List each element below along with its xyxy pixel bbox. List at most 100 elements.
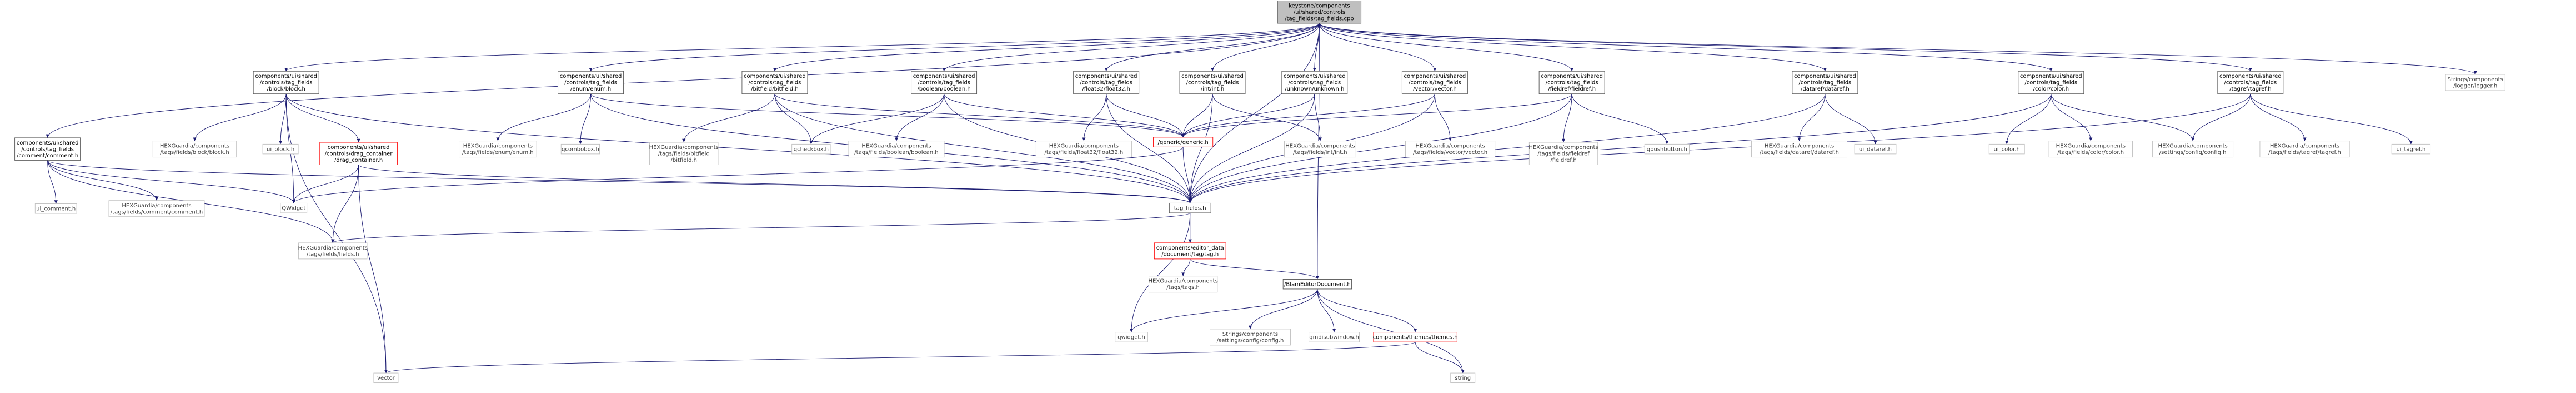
node-block-box [253, 71, 319, 94]
node-qcombobox-box [560, 143, 600, 155]
node-qwidget-box [280, 202, 308, 213]
node-hex_bitfield-box [649, 142, 719, 165]
node-logger-box [2445, 74, 2505, 91]
node-hex_tagref-label-line: HEXGuardia/components [2270, 143, 2339, 150]
node-block-label-line: /block/block.h [267, 86, 305, 92]
node-boolean[interactable]: components/ui/shared/controls/tag_fields… [911, 71, 978, 94]
node-tagref[interactable]: components/ui/shared/controls/tag_fields… [2217, 71, 2284, 94]
node-qcombobox-label-line: qcombobox.h [562, 146, 599, 152]
edge-drag-to-vector_std [358, 165, 388, 374]
node-hex_color: HEXGuardia/components/tags/fields/color/… [2048, 141, 2133, 158]
node-tag_fields[interactable]: tag_fields.h [1169, 202, 1211, 213]
node-float32-label-line: /controls/tag_fields [1080, 80, 1132, 86]
edge-blam-to-str_config [1248, 288, 1318, 329]
node-root-box [1277, 1, 1362, 24]
node-qcombobox: qcombobox.h [560, 143, 600, 155]
node-block[interactable]: components/ui/shared/controls/tag_fields… [253, 71, 319, 94]
node-hex_bitfield: HEXGuardia/components/tags/fields/bitfie… [649, 142, 719, 165]
edges-layer [46, 23, 2477, 374]
edge-themes-to-string_std [1415, 342, 1465, 374]
node-themes[interactable]: components/themes/themes.h [1373, 332, 1458, 342]
node-dataref[interactable]: components/ui/shared/controls/tag_fields… [1792, 71, 1858, 94]
node-hex_vector-label-line: /tags/fields/vector/vector.h [1413, 150, 1487, 156]
node-generic[interactable]: /generic/generic.h [1153, 137, 1214, 147]
edge-blam-to-string_std [1317, 288, 1465, 374]
node-qcheckbox-label-line: qcheckbox.h [794, 146, 829, 152]
node-int-label-line: /controls/tag_fields [1186, 80, 1239, 86]
node-vector-label-line: /vector/vector.h [1413, 86, 1457, 92]
node-ui_dataref-label-line: ui_dataref.h [1859, 146, 1892, 152]
node-ui_dataref-box [1854, 143, 1897, 155]
node-hex_fields-box [298, 242, 368, 260]
node-ui_comment-box [34, 203, 77, 214]
node-blam[interactable]: /BlamEditorDocument.h [1282, 279, 1352, 290]
edge-block-to-hex_block [193, 93, 287, 141]
node-hex_tags-box [1149, 276, 1218, 293]
node-boolean-label-line: components/ui/shared [913, 73, 975, 79]
edge-root-to-tagref [1319, 23, 2252, 72]
node-root[interactable]: keystone/components/ui/shared/controls/t… [1277, 1, 1362, 24]
node-tagref-box [2217, 71, 2284, 94]
edge-root-to-logger [1319, 23, 2477, 75]
edge-dataref-to-ui_dataref [1825, 93, 1877, 145]
edge-enum-to-qcombobox [578, 93, 592, 145]
node-qcheckbox-box [791, 143, 831, 155]
edge-blam-to-themes [1317, 288, 1417, 332]
node-themes-label-line: components/themes/themes.h [1373, 335, 1458, 341]
node-hex_comment-label-line: HEXGuardia/components [122, 203, 191, 209]
edge-drag-to-hex_fields [331, 165, 359, 243]
node-str_config-label-line: /settings/config/config.h [1217, 337, 1284, 344]
edge-blam-to-qwidget_h [1129, 288, 1318, 332]
node-hex_fieldref-label-line: /fieldref.h [1550, 157, 1576, 163]
node-tagfile[interactable]: components/editor_data/document/tag/tag.… [1154, 242, 1226, 260]
edge-comment-to-ui_comment [47, 160, 58, 204]
node-vector[interactable]: components/ui/shared/controls/tag_fields… [1401, 71, 1468, 94]
edge-enum-to-hex_enum [496, 93, 592, 141]
node-logger: Strings/components/logger/logger.h [2445, 74, 2505, 91]
edge-fieldref-to-tag_fields [1188, 93, 1572, 203]
node-hex_vector-box [1405, 141, 1496, 158]
node-hex_enum-label-line: /tags/fields/enum/enum.h [462, 150, 534, 156]
edge-unknown-to-tag_fields [1188, 93, 1315, 203]
edge-fieldref-to-generic [1181, 93, 1572, 137]
node-unknown[interactable]: components/ui/shared/controls/tag_fields… [1281, 71, 1348, 94]
node-hex_color-box [2048, 141, 2133, 158]
node-int-label-line: /int/int.h [1201, 86, 1224, 92]
node-drag[interactable]: components/ui/shared/controls/drag_conta… [319, 142, 398, 165]
node-qcheckbox: qcheckbox.h [791, 143, 831, 155]
node-dataref-label-line: /controls/tag_fields [1798, 80, 1851, 86]
node-dataref-label-line: components/ui/shared [1794, 73, 1856, 79]
node-string_std-box [1450, 372, 1476, 384]
node-color[interactable]: components/ui/shared/controls/tag_fields… [2018, 71, 2084, 94]
node-hex_int-box [1284, 141, 1356, 158]
node-float32[interactable]: components/ui/shared/controls/tag_fields… [1073, 71, 1140, 94]
node-ui_comment: ui_comment.h [34, 203, 77, 214]
node-enum[interactable]: components/ui/shared/controls/tag_fields… [558, 71, 624, 94]
node-comment[interactable]: components/ui/shared/controls/tag_fields… [14, 137, 81, 161]
edge-root-to-comment [46, 23, 1320, 138]
edge-block-to-drag [285, 93, 360, 143]
edge-vector-to-hex_vector [1434, 93, 1452, 141]
node-comment-label-line: /controls/tag_fields [21, 146, 74, 152]
node-int[interactable]: components/ui/shared/controls/tag_fields… [1179, 71, 1246, 94]
node-root-label-line: /ui/shared/controls [1294, 9, 1345, 16]
node-hex_boolean-label-line: HEXGuardia/components [861, 143, 931, 150]
edge-boolean-to-generic [944, 93, 1185, 137]
edge-root-to-boolean [942, 23, 1320, 72]
node-generic-box [1153, 137, 1214, 147]
node-blam-box [1282, 279, 1352, 290]
node-bitfield[interactable]: components/ui/shared/controls/tag_fields… [741, 71, 808, 94]
edge-bitfield-to-hex_bitfield [682, 93, 775, 143]
node-vector-label-line: components/ui/shared [1404, 73, 1466, 79]
node-tagref-label-line: components/ui/shared [2219, 73, 2282, 79]
node-str_config-label-line: Strings/components [1222, 331, 1278, 337]
edge-float32-to-generic [1106, 93, 1185, 137]
node-fieldref-label-line: /controls/tag_fields [1546, 80, 1598, 86]
node-fieldref[interactable]: components/ui/shared/controls/tag_fields… [1538, 71, 1605, 94]
node-hex_boolean: HEXGuardia/components/tags/fields/boolea… [848, 141, 945, 158]
node-root-label-line: /tag_fields/tag_fields.cpp [1285, 16, 1354, 22]
node-hex_block-box [152, 141, 237, 158]
node-hex_config-label-line: HEXGuardia/components [2158, 143, 2227, 150]
node-ui_comment-label-line: ui_comment.h [36, 206, 76, 212]
edge-tag_fields-to-hex_fields [331, 212, 1191, 243]
